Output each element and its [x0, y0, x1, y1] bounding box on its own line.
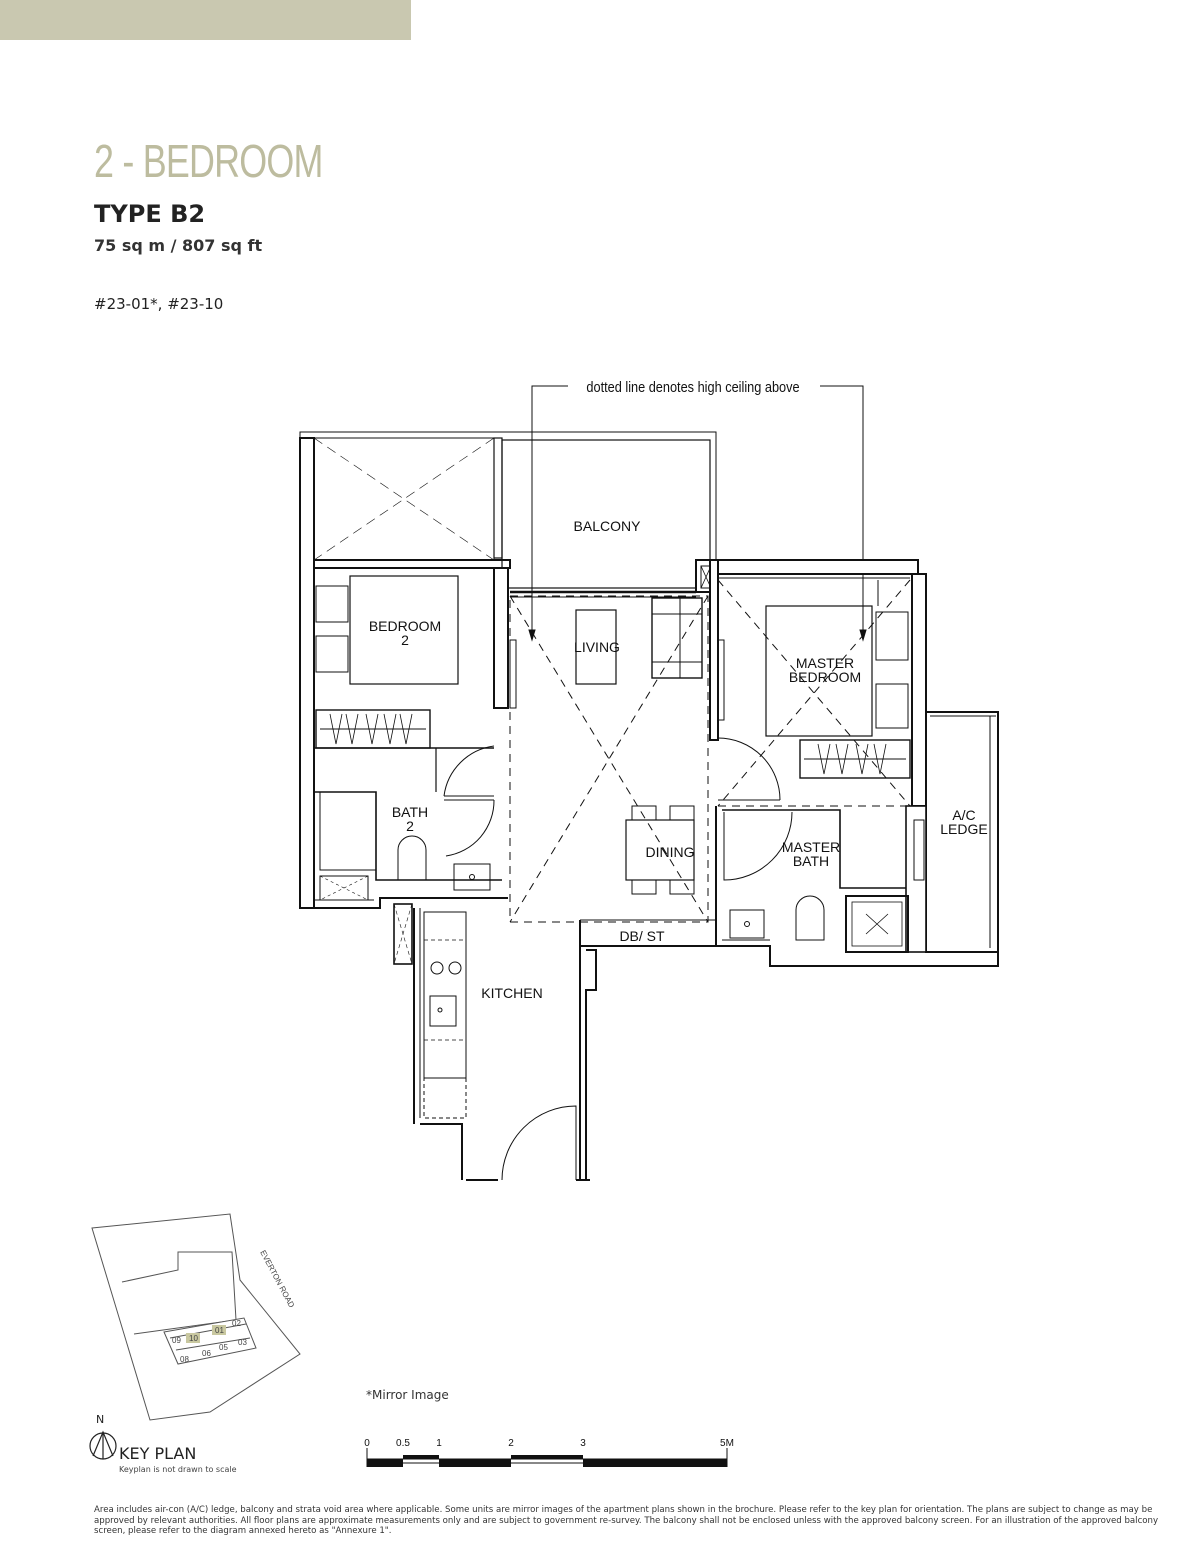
room-label-kitchen: KITCHEN: [481, 985, 542, 1001]
plan-walls: [299, 431, 999, 1181]
scale-bar: [366, 1448, 728, 1467]
scale-ticks: 0 0.5 1 2 3 5M: [364, 1438, 734, 1449]
room-label-dbst: DB/ ST: [619, 928, 665, 944]
key-plan-stacks: 09 10 01 02 08 06 05 03: [172, 1319, 247, 1364]
top-accent-bar: [0, 0, 411, 40]
room-label-ac-ledge-line2: LEDGE: [940, 821, 987, 837]
scale-tick-1: 1: [436, 1438, 442, 1449]
stack-05: 05: [219, 1343, 228, 1352]
room-label-bath2-line2: 2: [406, 818, 414, 834]
room-label-balcony: BALCONY: [574, 518, 642, 534]
disclaimer-text: Area includes air-con (A/C) ledge, balco…: [94, 1505, 1159, 1536]
stack-03: 03: [238, 1338, 247, 1347]
stack-10: 10: [189, 1334, 198, 1343]
scale-tick-2: 2: [508, 1438, 514, 1449]
scale-tick-0: 0: [364, 1438, 370, 1449]
unit-area: 75 sq m / 807 sq ft: [94, 236, 263, 255]
mirror-image-note: *Mirror Image: [366, 1388, 449, 1402]
ceiling-note: dotted line denotes high ceiling above: [586, 378, 799, 395]
scale-tick-5m: 5M: [720, 1438, 734, 1449]
road-label: EVERTON ROAD: [258, 1249, 296, 1310]
room-label-living: LIVING: [574, 639, 620, 655]
stack-01: 01: [215, 1326, 224, 1335]
unit-numbers: #23-01*, #23-10: [94, 295, 224, 313]
north-arrow-icon: [89, 1430, 117, 1460]
unit-type: TYPE B2: [94, 200, 206, 228]
key-plan-map: [91, 1213, 301, 1421]
room-label-ac-ledge-line1: A/C: [952, 807, 975, 823]
room-label-master-bedroom-line2: BEDROOM: [789, 669, 861, 685]
room-label-bedroom2-line1: BEDROOM: [369, 618, 441, 634]
key-plan-subtitle: Keyplan is not drawn to scale: [119, 1465, 237, 1474]
stack-02: 02: [232, 1319, 241, 1328]
room-label-bath2-line1: BATH: [392, 804, 428, 820]
room-label-bedroom2-line2: 2: [401, 632, 409, 648]
room-label-master-bedroom-line1: MASTER: [796, 655, 854, 671]
room-label-master-bath-line1: MASTER: [782, 839, 840, 855]
stack-08: 08: [180, 1355, 189, 1364]
stack-06: 06: [202, 1349, 211, 1358]
scale-tick-3: 3: [580, 1438, 586, 1449]
room-label-dining: DINING: [646, 844, 695, 860]
scale-tick-0-5: 0.5: [396, 1438, 410, 1449]
page-title: 2 - BEDROOM: [94, 135, 323, 187]
north-label: N: [96, 1413, 105, 1426]
key-plan-title: KEY PLAN: [119, 1444, 197, 1463]
ceiling-note-leader: [528, 385, 867, 642]
room-label-master-bath-line2: BATH: [793, 853, 829, 869]
stack-09: 09: [172, 1336, 181, 1345]
